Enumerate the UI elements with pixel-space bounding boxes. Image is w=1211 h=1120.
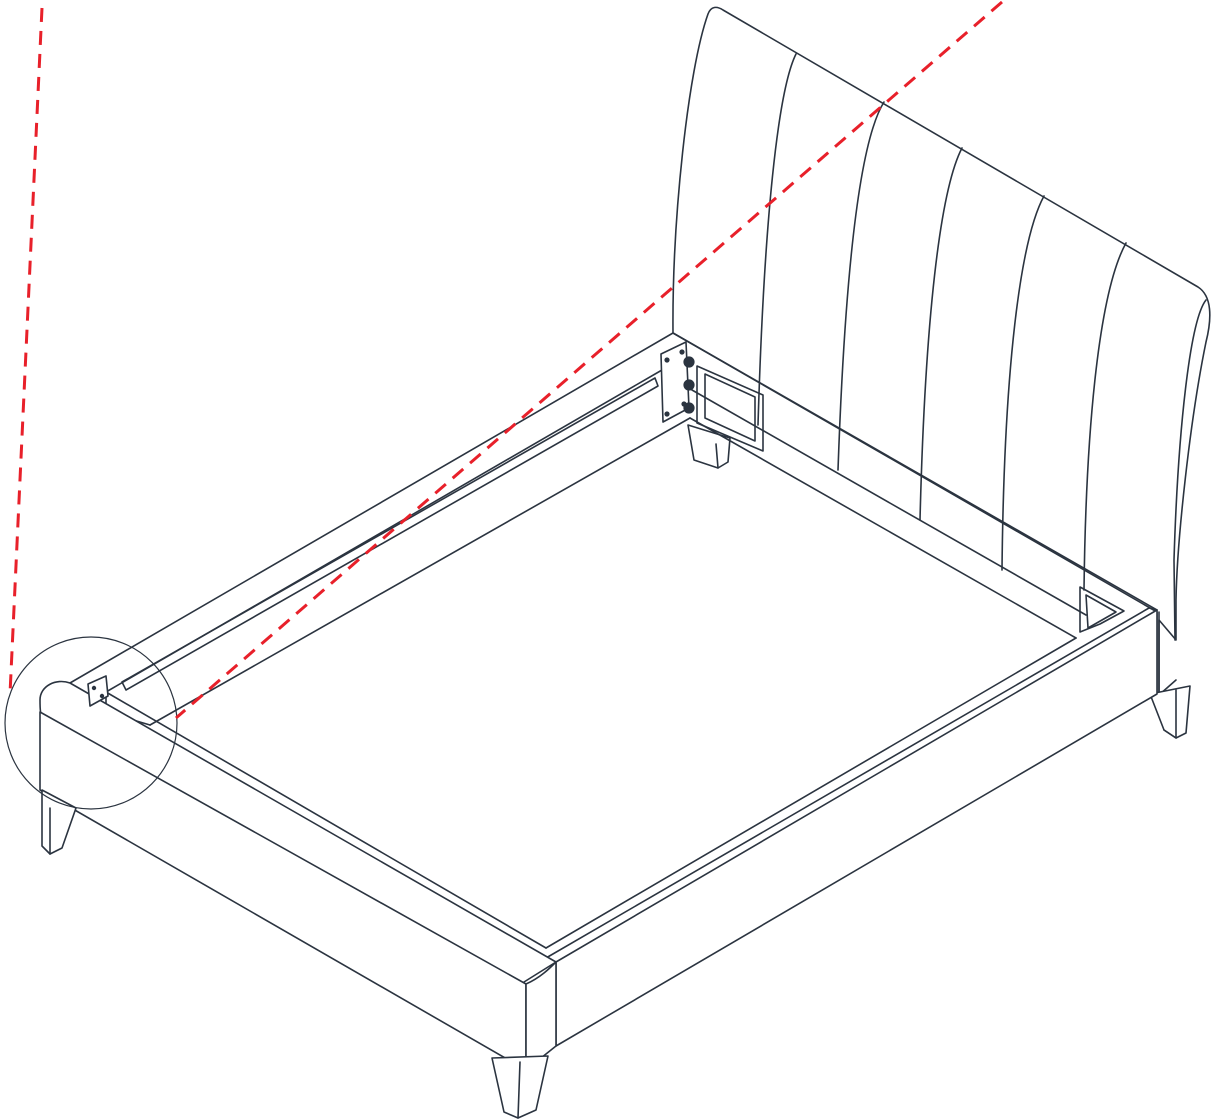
bolt-icon [683, 356, 695, 368]
headboard-channel-1 [757, 53, 797, 426]
headboard-bracket [660, 341, 695, 423]
headboard [672, 6, 1211, 698]
headboard-rail-cutout-right [1079, 586, 1125, 633]
left-side-rail [69, 332, 691, 726]
headboard-outline [672, 6, 1211, 698]
footboard-bracket [87, 675, 109, 707]
headboard-channel-2 [837, 101, 885, 471]
headboard-rail-cutout-left [696, 365, 764, 452]
headboard-channel-4 [1001, 195, 1045, 571]
footboard [39, 680, 557, 1071]
guide-vertical [8, 7, 44, 695]
headboard-side-edge [1173, 299, 1207, 641]
headboard-channel-5 [1083, 242, 1127, 591]
head-rail [672, 332, 1158, 639]
rear-left-leg [687, 424, 731, 469]
headboard-channel-3 [919, 147, 963, 521]
rear-right-leg [1149, 685, 1191, 739]
bolt-icon [683, 402, 695, 414]
corner-detail-callout [4, 636, 178, 810]
front-right-leg [491, 1055, 549, 1119]
bolt-icon [683, 379, 695, 391]
right-side-rail [545, 607, 1158, 1047]
guide-diagonal [175, 0, 1003, 720]
